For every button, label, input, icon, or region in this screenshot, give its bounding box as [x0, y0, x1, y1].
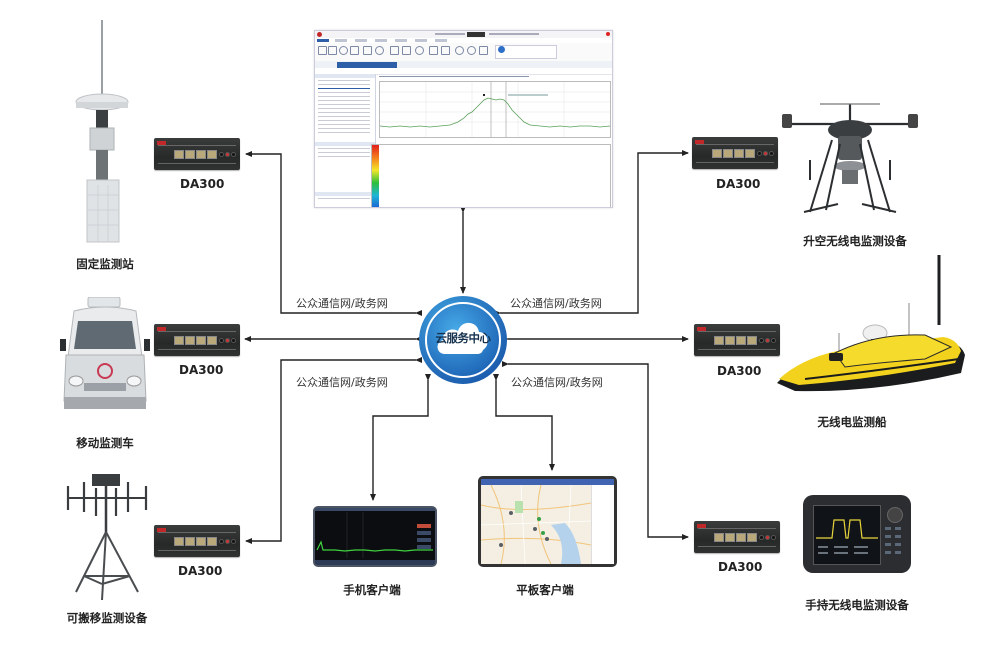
- portable-monitoring-equipment-icon: [66, 474, 148, 601]
- cloud-service-center: 云服务中心: [419, 296, 507, 384]
- mobile-monitoring-vehicle-icon: [60, 297, 150, 409]
- da300-label-fixed-station: DA300: [180, 177, 225, 191]
- da300-gateway-vehicle: [154, 324, 240, 356]
- da300-label-boat: DA300: [717, 364, 762, 378]
- sw-waterfall-panel: [371, 144, 611, 207]
- connector-handheld: [502, 361, 689, 540]
- fixed-monitoring-station-icon: [75, 20, 129, 243]
- sw-ribbon: [315, 43, 612, 62]
- da300-label-vehicle: DA300: [179, 363, 224, 377]
- tablet-client-icon: [478, 476, 617, 567]
- handheld-keypad: [883, 507, 905, 563]
- handheld-screen: [813, 505, 881, 565]
- da300-gateway-drone: [692, 137, 778, 169]
- sw-freq-readout: [379, 75, 529, 79]
- tablet-map-screen: [481, 479, 614, 564]
- cloud-ring: [425, 302, 501, 378]
- connector-portable: [245, 357, 422, 544]
- sw-spectrum-chart: [379, 81, 611, 138]
- sw-parameter-panel: [315, 74, 376, 207]
- cloud-service-center-label: 云服务中心: [435, 331, 492, 345]
- network-label-top-left: 公众通信网/政务网: [296, 297, 388, 310]
- label-handheld: 手持无线电监测设备: [805, 598, 909, 612]
- network-label-bottom-left: 公众通信网/政务网: [296, 376, 388, 389]
- connector-phone: [370, 374, 431, 501]
- da300-gateway-boat: [694, 324, 780, 356]
- connector-fixed-station: [245, 151, 422, 316]
- connector-tablet: [493, 374, 555, 471]
- label-portable-monitoring-equipment: 可搬移监测设备: [66, 611, 148, 625]
- da300-gateway-fixed-station: [154, 138, 240, 170]
- label-fixed-monitoring-station: 固定监测站: [76, 257, 134, 271]
- monitoring-boat-icon: [777, 255, 965, 392]
- da300-gateway-handheld: [694, 521, 780, 553]
- label-drone: 升空无线电监测设备: [803, 234, 907, 248]
- cloud-icon: [437, 322, 488, 354]
- label-mobile-monitoring-vehicle: 移动监测车: [76, 436, 134, 450]
- sw-titlebar: [315, 31, 612, 38]
- label-tablet-client: 平板客户端: [516, 583, 574, 597]
- label-monitoring-boat: 无线电监测船: [817, 415, 887, 429]
- color-scale: [372, 145, 379, 207]
- desktop-software-screenshot: [314, 30, 613, 208]
- drone-icon: [782, 103, 918, 213]
- spectrum-trace: [379, 82, 611, 137]
- da300-label-portable: DA300: [178, 564, 223, 578]
- da300-label-handheld: DA300: [718, 560, 763, 574]
- handheld-analyzer-icon: [803, 495, 911, 573]
- phone-spectrum: [315, 508, 435, 565]
- network-label-top-right: 公众通信网/政务网: [510, 297, 602, 310]
- network-label-bottom-right: 公众通信网/政务网: [511, 376, 603, 389]
- label-phone-client: 手机客户端: [343, 583, 401, 597]
- da300-label-drone: DA300: [716, 177, 761, 191]
- sw-toolbar: [315, 68, 612, 75]
- da300-gateway-portable: [154, 525, 240, 557]
- phone-client-icon: [313, 506, 437, 567]
- connector-drone: [494, 150, 689, 316]
